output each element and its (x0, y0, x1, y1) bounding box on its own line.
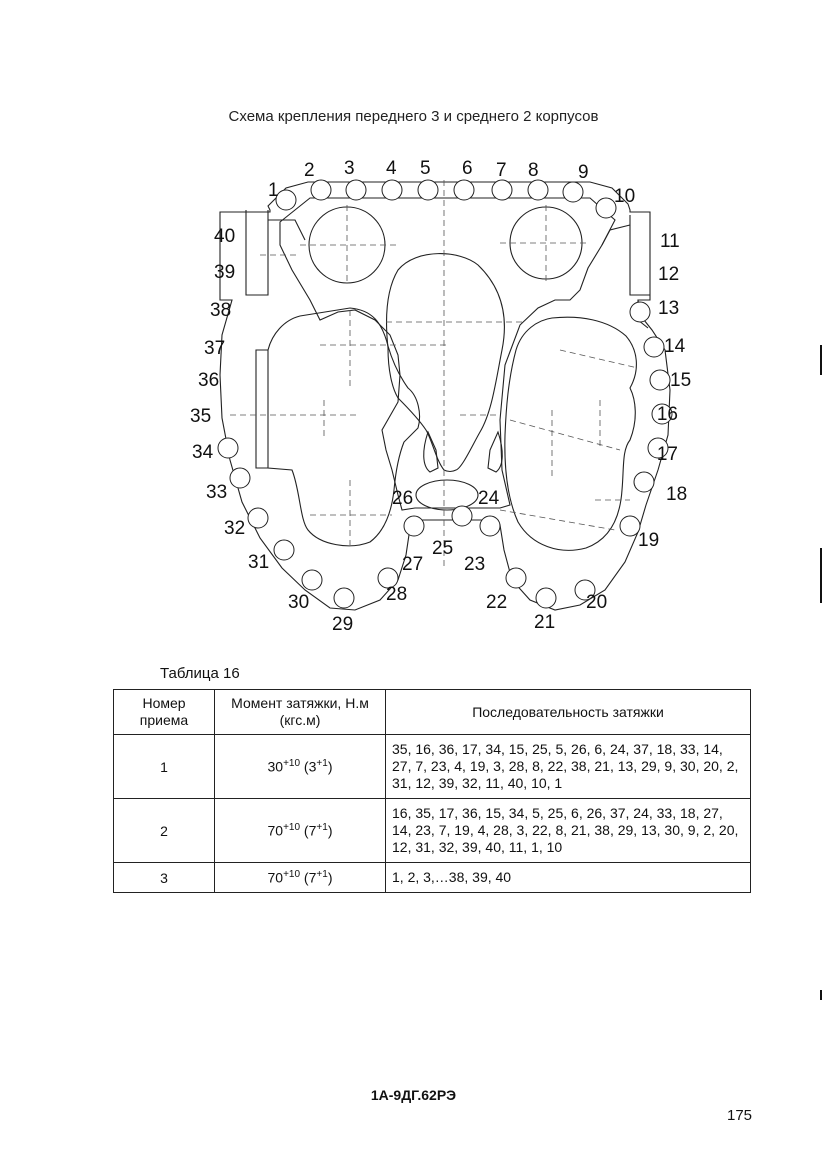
bolt-label: 31 (248, 552, 269, 573)
header-torque: Момент затяжки, Н.м (кгс.м) (214, 689, 386, 735)
bolt-label: 15 (670, 370, 691, 391)
margin-mark (820, 345, 822, 375)
bolt-label: 5 (420, 158, 431, 179)
inner-contour (279, 197, 616, 511)
bolt-label: 28 (386, 584, 407, 605)
tightening-sequence: 35, 16, 36, 17, 34, 15, 25, 5, 26, 6, 24… (385, 734, 751, 799)
bolt-label: 10 (614, 186, 635, 207)
torque-value: 70+10 (7+1) (214, 798, 386, 863)
bolt-label: 40 (214, 226, 235, 247)
bolt-label: 1 (268, 180, 279, 201)
bolt-label: 4 (386, 158, 397, 179)
bolt-label: 38 (210, 300, 231, 321)
bolt-label: 33 (206, 482, 227, 503)
bolt-label: 19 (638, 530, 659, 551)
outer-contour (219, 181, 671, 611)
bolt-label: 14 (664, 336, 686, 357)
fastening-scheme-diagram: 1 2 3 4 5 6 7 8 9 10 11 12 13 14 15 16 1… (190, 158, 691, 635)
bolt-label: 17 (657, 444, 678, 465)
bolt-label: 12 (658, 264, 679, 285)
bolt-label: 6 (462, 158, 473, 179)
page-number: 175 (727, 1107, 753, 1124)
bolt-label: 21 (534, 612, 555, 633)
bolt-label: 39 (214, 262, 235, 283)
bolt-label: 16 (657, 404, 678, 425)
bolt-label: 37 (204, 338, 225, 359)
bolt-label: 27 (402, 554, 423, 575)
bolt-label: 36 (198, 370, 219, 391)
bolt-label: 23 (464, 554, 485, 575)
step-number: 2 (113, 798, 215, 863)
tightening-table: Номер приема Момент затяжки, Н.м (кгс.м)… (113, 689, 751, 893)
bolt-label: 18 (666, 484, 687, 505)
tightening-sequence: 1, 2, 3,…38, 39, 40 (385, 862, 751, 893)
bolt-label: 35 (190, 406, 211, 427)
table-row: 1 30+10 (3+1) 35, 16, 36, 17, 34, 15, 25… (113, 734, 751, 799)
torque-value: 70+10 (7+1) (214, 862, 386, 893)
step-number: 1 (113, 734, 215, 799)
bolt-label: 34 (192, 442, 214, 463)
bolt-label: 9 (578, 162, 589, 183)
scheme-title: Схема крепления переднего 3 и среднего 2… (228, 108, 599, 125)
bolt-label: 24 (478, 488, 500, 509)
bolt-label: 7 (496, 160, 507, 181)
bolt-label: 2 (304, 160, 315, 181)
torque-value: 30+10 (3+1) (214, 734, 386, 799)
bolt-label: 20 (586, 592, 607, 613)
bolt-label: 11 (660, 231, 680, 252)
bolt-label: 13 (658, 298, 679, 319)
bolt-label: 3 (344, 158, 355, 179)
step-number: 3 (113, 862, 215, 893)
bolt-label: 25 (432, 538, 453, 559)
header-step-number: Номер приема (113, 689, 215, 735)
bolt-label: 26 (392, 488, 413, 509)
header-sequence: Последовательность затяжки (385, 689, 751, 735)
margin-mark (820, 990, 822, 1000)
bolt-label: 32 (224, 518, 245, 539)
document-code: 1А-9ДГ.62РЭ (370, 1087, 457, 1103)
bolt-label: 8 (528, 160, 539, 181)
bolt-label: 22 (486, 592, 507, 613)
bolt-number-labels: 1 2 3 4 5 6 7 8 9 10 11 12 13 14 15 16 1… (190, 158, 691, 635)
bolt-label: 29 (332, 614, 353, 635)
margin-mark (820, 548, 822, 603)
table-row: 2 70+10 (7+1) 16, 35, 17, 36, 15, 34, 5,… (113, 798, 751, 863)
tightening-sequence: 16, 35, 17, 36, 15, 34, 5, 25, 6, 26, 37… (385, 798, 751, 863)
bolt-label: 30 (288, 592, 309, 613)
table-caption: Таблица 16 (160, 665, 240, 682)
table-row: 3 70+10 (7+1) 1, 2, 3,…38, 39, 40 (113, 862, 751, 893)
